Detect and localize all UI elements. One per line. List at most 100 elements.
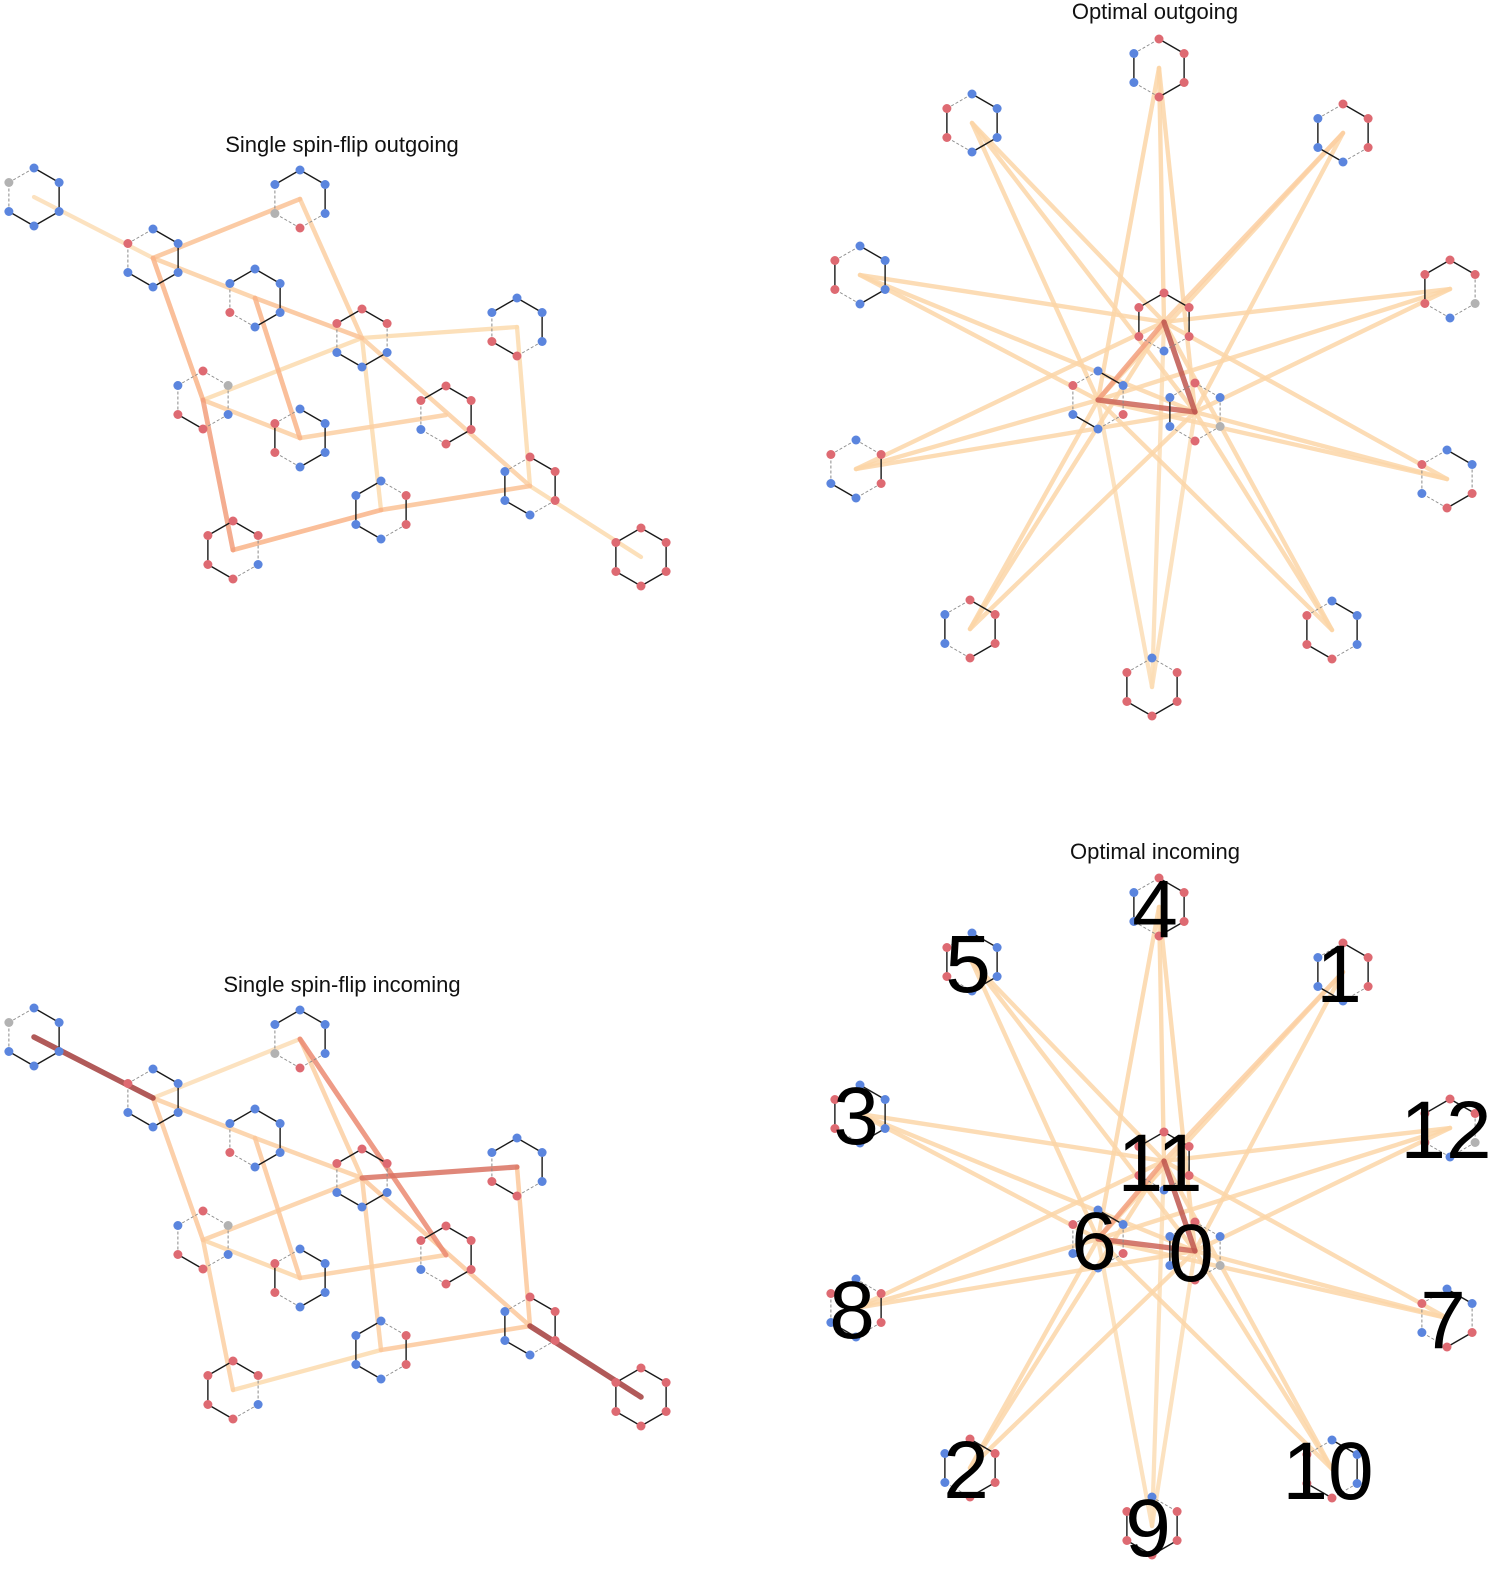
spin-site — [500, 1307, 510, 1316]
bond-line — [1138, 292, 1165, 309]
spin-site — [876, 479, 886, 488]
spin-site — [1420, 270, 1430, 279]
edge-layer-optimal-outgoing — [853, 65, 1453, 690]
spin-site — [512, 1191, 522, 1201]
spin-site — [270, 209, 280, 218]
edge-0-6 — [1095, 397, 1198, 415]
spin-site — [1184, 1142, 1194, 1151]
node-number-label: 3 — [833, 1071, 879, 1162]
edge-0-8 — [853, 1248, 1198, 1311]
spin-site — [351, 491, 361, 500]
spin-site — [250, 1104, 260, 1114]
spin-site — [376, 1316, 386, 1326]
panel-title-single-outgoing: Single spin-flip outgoing — [225, 132, 459, 157]
node-number-label: 7 — [1420, 1275, 1466, 1366]
edge-0-1 — [31, 194, 156, 261]
bond-line — [1158, 920, 1185, 937]
spin-site — [225, 279, 235, 288]
spin-site — [1154, 34, 1164, 44]
edge-3-5 — [252, 295, 365, 341]
node-number-label: 6 — [1071, 1196, 1117, 1287]
spin-site — [320, 209, 330, 218]
spin-site — [1179, 49, 1189, 58]
bond-line — [1072, 413, 1099, 430]
spin-site — [855, 241, 865, 251]
spin-site — [295, 165, 305, 175]
spin-site — [54, 207, 64, 216]
bond-line — [640, 1410, 667, 1427]
spin-site — [198, 1206, 208, 1216]
spin-cluster-node — [203, 516, 263, 584]
spin-site — [401, 1360, 411, 1369]
edge-11-8 — [853, 1158, 1167, 1311]
spin-site — [275, 1119, 285, 1128]
spin-site — [940, 610, 950, 619]
bond-line — [299, 451, 326, 468]
spin-site — [1302, 1479, 1312, 1488]
spin-site — [320, 180, 330, 189]
edge-11-5 — [969, 120, 1167, 325]
spin-site — [500, 1336, 510, 1345]
bond-line — [969, 599, 996, 616]
spin-site — [225, 1148, 235, 1157]
spin-site — [942, 943, 952, 952]
spin-cluster-node — [1122, 1492, 1182, 1560]
spin-site — [123, 1108, 133, 1117]
spin-site — [295, 1244, 305, 1254]
spin-cluster-node — [830, 1080, 890, 1148]
bond-line — [336, 308, 363, 325]
edge-6-7 — [1095, 397, 1450, 482]
edge-11-4 — [1156, 65, 1167, 325]
spin-site — [173, 1108, 183, 1117]
bond-line — [336, 351, 363, 368]
spin-site — [1467, 1299, 1477, 1308]
bond-line — [830, 482, 857, 499]
bond-line — [207, 520, 234, 537]
bond-line — [491, 1137, 518, 1154]
bond-line — [1446, 1288, 1473, 1305]
bond-line — [445, 428, 472, 445]
bond-line — [830, 1321, 857, 1338]
spin-cluster-node — [500, 1292, 560, 1360]
spin-site — [148, 1064, 158, 1074]
spin-site — [295, 223, 305, 233]
edge-1-3 — [150, 1095, 258, 1141]
spin-site — [661, 1407, 671, 1416]
spin-site — [148, 282, 158, 292]
panel-title-optimal-incoming: Optimal incoming — [1070, 839, 1240, 864]
spin-site — [512, 351, 522, 361]
bond-line — [491, 297, 518, 314]
spin-site — [173, 381, 183, 390]
spin-site — [1470, 270, 1480, 279]
spin-site — [1190, 1217, 1200, 1227]
spin-site — [54, 1018, 64, 1027]
spin-cluster-node — [1129, 873, 1189, 941]
spin-site — [270, 1259, 280, 1268]
spin-site — [401, 491, 411, 500]
spin-site — [376, 534, 386, 544]
spin-site — [416, 1236, 426, 1245]
spin-site — [942, 133, 952, 142]
edge-0-5 — [969, 120, 1198, 415]
edge-3-5 — [252, 1135, 365, 1181]
spin-site — [295, 1302, 305, 1312]
spin-cluster-node — [270, 1244, 330, 1312]
spin-site — [441, 1279, 451, 1289]
bond-line — [445, 1225, 472, 1242]
edge-6-3 — [857, 272, 1101, 403]
spin-cluster-node — [416, 381, 476, 449]
spin-cluster-node — [123, 1064, 183, 1132]
spin-site — [1165, 393, 1175, 402]
spin-site — [525, 452, 535, 462]
edge-0-9 — [1149, 409, 1198, 690]
spin-site — [1129, 888, 1139, 897]
bond-line — [254, 268, 281, 285]
spin-site — [1159, 288, 1169, 298]
spin-site — [466, 1236, 476, 1245]
edge-3-7 — [252, 1135, 303, 1281]
edge-11-2 — [967, 319, 1167, 632]
bond-line — [516, 1137, 543, 1154]
spin-site — [1093, 366, 1103, 376]
edge-11-9 — [1149, 319, 1167, 690]
bond-line — [1151, 1539, 1178, 1556]
